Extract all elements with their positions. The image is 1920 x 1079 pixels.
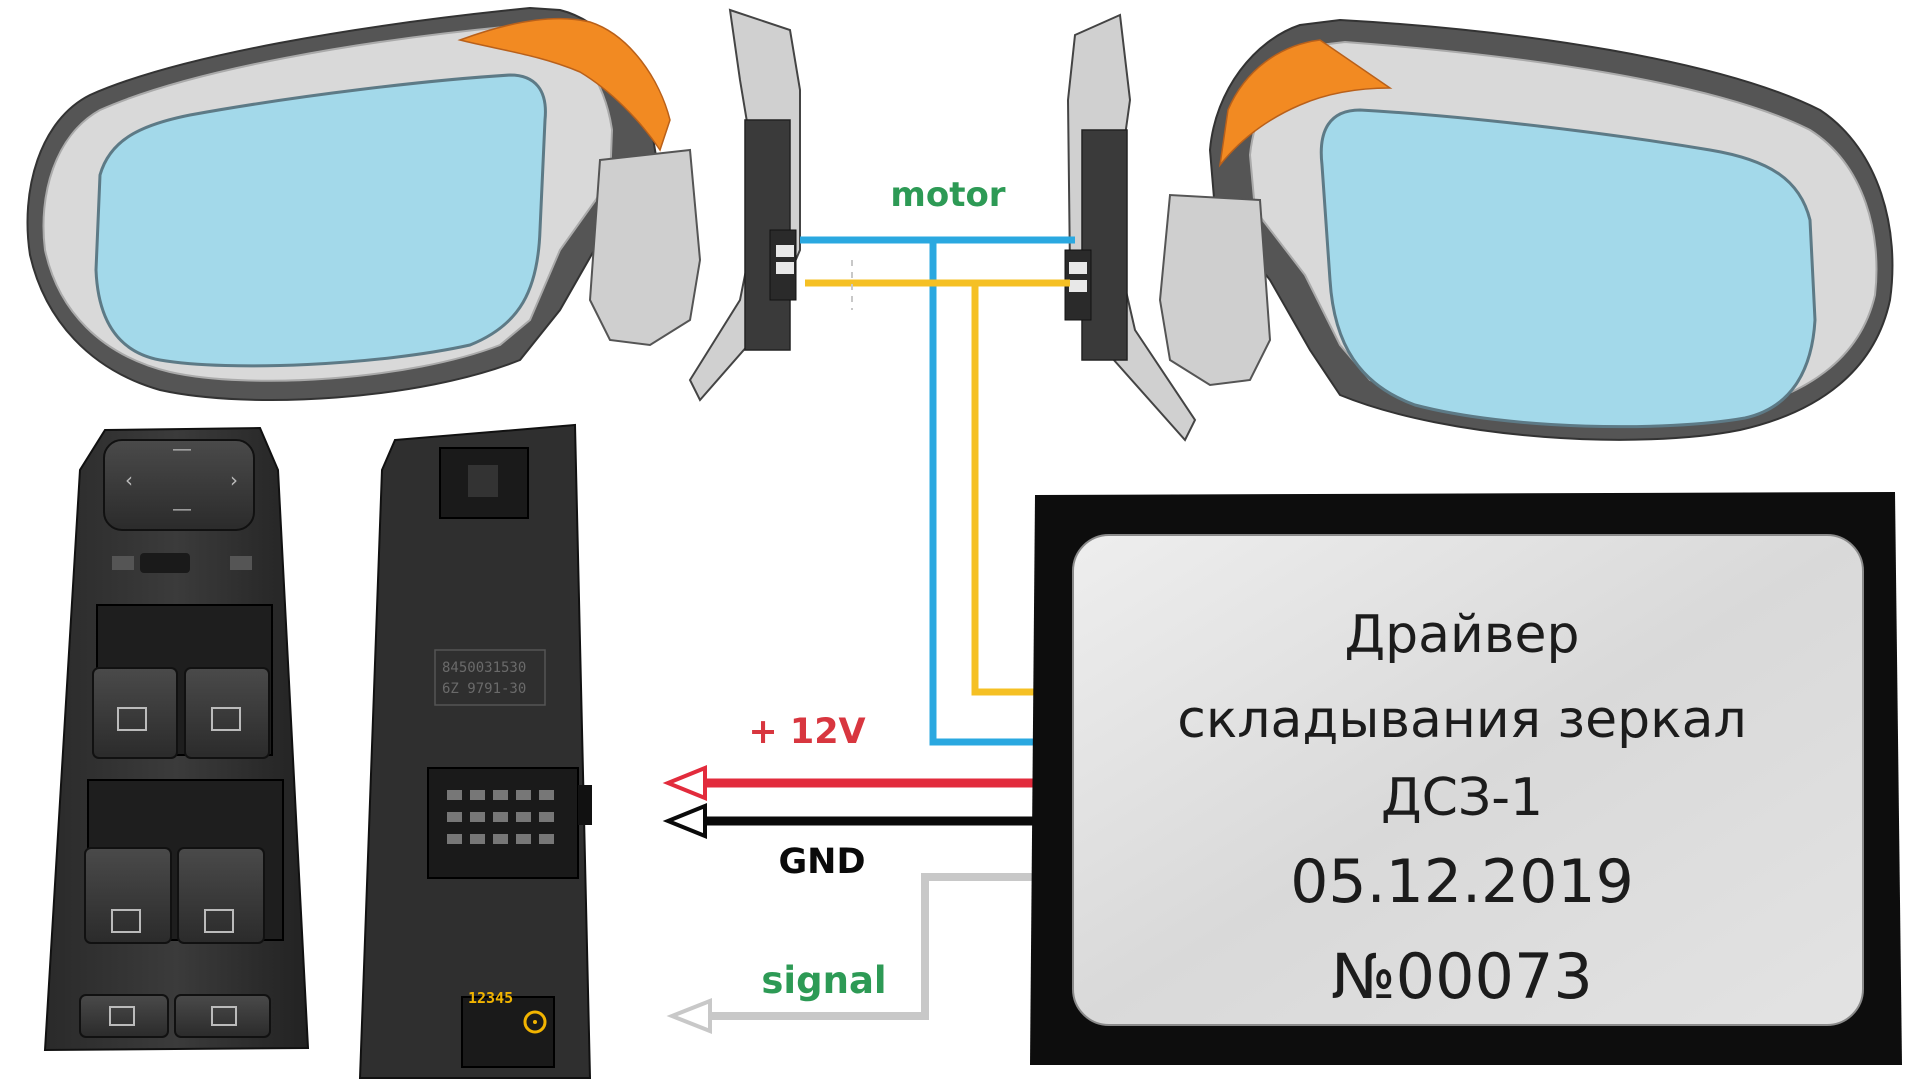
svg-text:›: ›: [230, 468, 238, 492]
mirror-left: [26, 6, 801, 402]
power-label: + 12V: [748, 712, 865, 752]
part-number-2: 6Z 9791-30: [442, 681, 526, 697]
window-switch-panel: ‹ › ― ―: [43, 426, 310, 1052]
window-switch-icon: [84, 847, 172, 944]
wire-group-power: [662, 765, 1035, 1034]
driver-module: Драйвер складывания зеркал ДСЗ-1 05.12.2…: [1030, 492, 1902, 1065]
window-switch-icon: [177, 847, 265, 944]
signal-label: signal: [761, 959, 886, 1002]
label-line-2: складывания зеркал: [1177, 690, 1746, 750]
switch-unit-back: 8450031530 6Z 9791-30 12345: [358, 423, 592, 1079]
mirror-right: [1064, 13, 1894, 442]
mirror-adjust-button: [103, 439, 255, 531]
secondary-wire-down: [971, 283, 1035, 696]
svg-text:‹: ‹: [125, 468, 133, 492]
power-arrow-icon: [662, 765, 707, 801]
window-switch-icon: [92, 667, 178, 759]
label-line-1: Драйвер: [1345, 605, 1580, 665]
wire-group-motor: [800, 236, 1075, 746]
label-serial: №00073: [1331, 940, 1593, 1013]
pin-numbers: 12345: [468, 989, 513, 1007]
svg-text:―: ―: [173, 439, 191, 460]
signal-wire: [710, 873, 1035, 1020]
motor-label: motor: [890, 175, 1005, 215]
ground-label: GND: [778, 842, 865, 882]
part-number-1: 8450031530: [442, 660, 526, 676]
signal-arrow-icon: [666, 998, 712, 1034]
svg-text:―: ―: [173, 499, 191, 520]
label-date: 05.12.2019: [1290, 847, 1634, 917]
ground-arrow-icon: [662, 803, 707, 839]
motor-wire-down: [929, 240, 1035, 746]
window-switch-icon: [184, 667, 270, 759]
label-line-3: ДСЗ-1: [1381, 768, 1543, 828]
driver-label: [1072, 534, 1864, 1026]
